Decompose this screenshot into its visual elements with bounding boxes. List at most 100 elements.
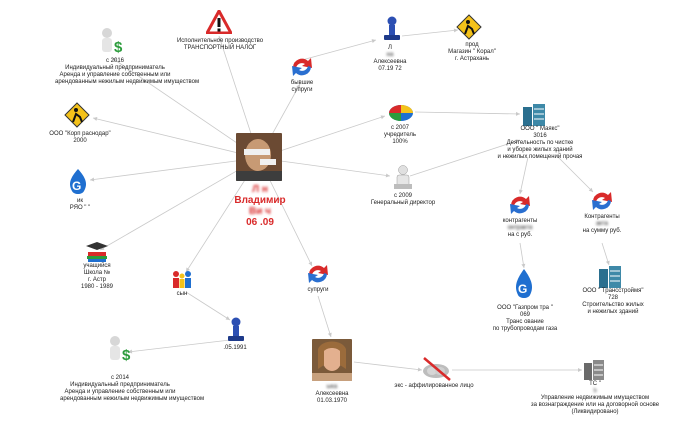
link-arrow-13 (521, 263, 526, 268)
ip-2016-line3: арендованным нежилым недвижимым имуществ… (55, 79, 200, 85)
gazprom-right-line3: по трубопроводам газа (492, 326, 558, 332)
money-person-icon[interactable]: $ (104, 335, 132, 365)
stamp-icon[interactable] (226, 317, 246, 345)
center-person-name[interactable]: Л н Владимир Ви ч 06 .09 (212, 184, 308, 228)
enforcement-line0: Исполнительное производство (176, 38, 264, 44)
gazprom-right-line1: 069 (519, 312, 530, 318)
stamp-top-line1: на (386, 52, 394, 58)
founder-line1: учредитель (384, 132, 416, 138)
link-arrow-7 (380, 115, 385, 120)
student-line2: г. Астр (88, 277, 106, 283)
company-main-label: ООО " Маякс" 3016 Деятельность по чистке… (494, 126, 586, 161)
contractors-right-line0: Контрагенты (584, 214, 620, 220)
link-arrow-12 (588, 187, 593, 192)
stamp-top-line3: 07.19 72 (378, 66, 402, 72)
red-arrows-icon[interactable] (289, 56, 315, 78)
ip-2014-line2: Аренда и управление собственным или (64, 389, 176, 395)
contractors-left-line2: на с руб. (507, 232, 533, 238)
link-line-4 (401, 29, 459, 37)
transstroy-line1: 728 (607, 295, 618, 301)
spouses-label: супруги (298, 287, 338, 294)
founder-line2: 100% (392, 139, 408, 145)
tc-company-label: ТС " 5 Управление недвижимым имуществом … (528, 381, 662, 416)
ex-affiliated-line0: экс - аффилированное лицо (394, 383, 474, 389)
red-arrows-icon[interactable] (305, 263, 331, 285)
construction-sign-icon[interactable] (64, 102, 90, 128)
books-icon[interactable] (85, 241, 109, 263)
stamp-icon[interactable] (382, 16, 402, 44)
gazprom-icon[interactable]: G (512, 268, 536, 302)
link-arrow-9 (515, 139, 520, 144)
construction-sign-icon[interactable] (456, 14, 482, 40)
contractors-left-line0: контрагенты (502, 218, 538, 224)
founder-label: с 2007 учредитель 100% (380, 125, 420, 146)
company-main-line1: 3016 (533, 133, 547, 139)
stamp-bottom-label: .05.1991 (205, 345, 265, 352)
money-person-icon[interactable]: $ (96, 27, 124, 57)
stamp-top-line0: Л (388, 45, 392, 51)
person-photo-icon (236, 133, 282, 181)
wife-photo[interactable] (312, 339, 352, 381)
link-line-18 (185, 291, 231, 321)
gazprom-right-line0: ООО "Газпром тра " (497, 305, 553, 311)
link-arrow-11 (518, 189, 523, 194)
ip-2014-line0: с 2014 (110, 375, 129, 381)
warning-sign-icon[interactable] (206, 10, 232, 34)
gazprom-left-line1: РЯО " " (69, 205, 91, 211)
stamp-top-label: Л на Алексеевна 07.19 72 (350, 45, 430, 73)
link-arrow-10 (515, 111, 520, 116)
red-arrows-icon[interactable] (507, 194, 533, 216)
pie-chart-icon[interactable] (388, 101, 414, 123)
link-line-6 (89, 157, 260, 181)
transstroy-label: ООО " Трансстроймя" 728 Строительство жи… (570, 288, 656, 316)
ip-2016-line2: Аренда и управление собственным или (59, 72, 171, 78)
link-arrow-2 (296, 84, 300, 89)
center-name-line4: 06 .09 (246, 217, 274, 228)
center-name-line1: Л н (252, 184, 268, 195)
shop-line1: Магазин " Корал" (448, 49, 496, 55)
link-arrow-6 (90, 177, 95, 182)
link-line-13 (519, 242, 525, 269)
company-main-line3: и уборке жилых зданий (507, 147, 573, 153)
ip-2014-line1: Индивидуальный предприниматель (70, 382, 170, 388)
student-line3: 1980 - 1989 (80, 284, 114, 290)
link-arrow-22 (578, 368, 582, 372)
stamp-top-line2: Алексеевна (373, 59, 407, 65)
link-line-11 (519, 156, 529, 195)
crossed-handshake-icon[interactable] (420, 356, 452, 382)
shop-line0: прод (465, 42, 479, 48)
contractors-right-label: Контрагенты акта на сумму руб. (562, 214, 642, 235)
building-icon[interactable] (521, 103, 547, 127)
building-icon[interactable] (597, 265, 623, 289)
company-main-line2: Деятельность по чистке (506, 140, 574, 146)
wife-line1: Алексеевна (315, 391, 349, 397)
link-arrow-18 (225, 316, 230, 320)
link-line-5 (92, 117, 260, 159)
svg-text:G: G (518, 282, 527, 296)
stamp-bottom-line2: .05.1991 (223, 345, 247, 351)
contractors-right-line1: акта (595, 221, 609, 227)
student-label: учащийся Школа № г. Астр 1980 - 1989 (65, 263, 129, 291)
korp-krasnodar-line1: 2000 (73, 138, 87, 144)
spouses-line0: супруги (307, 287, 329, 293)
contractors-left-label: контрагенты онтракта на с руб. (480, 218, 560, 239)
link-arrow-8 (385, 173, 390, 178)
son-label: сын (167, 291, 197, 298)
building-gray-icon[interactable] (582, 359, 606, 381)
wife-line2: 01.03.1970 (316, 398, 348, 404)
family-icon[interactable] (171, 270, 193, 290)
director-icon[interactable] (393, 165, 413, 191)
ex-affiliated-label: экс - аффилированное лицо (394, 383, 474, 390)
korp-krasnodar-label: ООО "Корп раснодар" 2000 (30, 131, 130, 145)
student-line0: учащийся (83, 263, 111, 269)
center-person-photo[interactable] (236, 133, 282, 181)
link-line-15 (99, 157, 260, 251)
transstroy-line0: ООО " Трансстроймя" (582, 288, 644, 294)
shop-line2: г. Астрахань (455, 56, 489, 62)
gazprom-right-label: ООО "Газпром тра " 069 Транс ование по т… (470, 305, 580, 333)
red-arrows-icon[interactable] (589, 190, 615, 212)
gazprom-icon[interactable]: G (66, 168, 90, 198)
korp-krasnodar-line0: ООО "Корп раснодар" (49, 131, 111, 137)
son-line0: сын (176, 291, 188, 297)
